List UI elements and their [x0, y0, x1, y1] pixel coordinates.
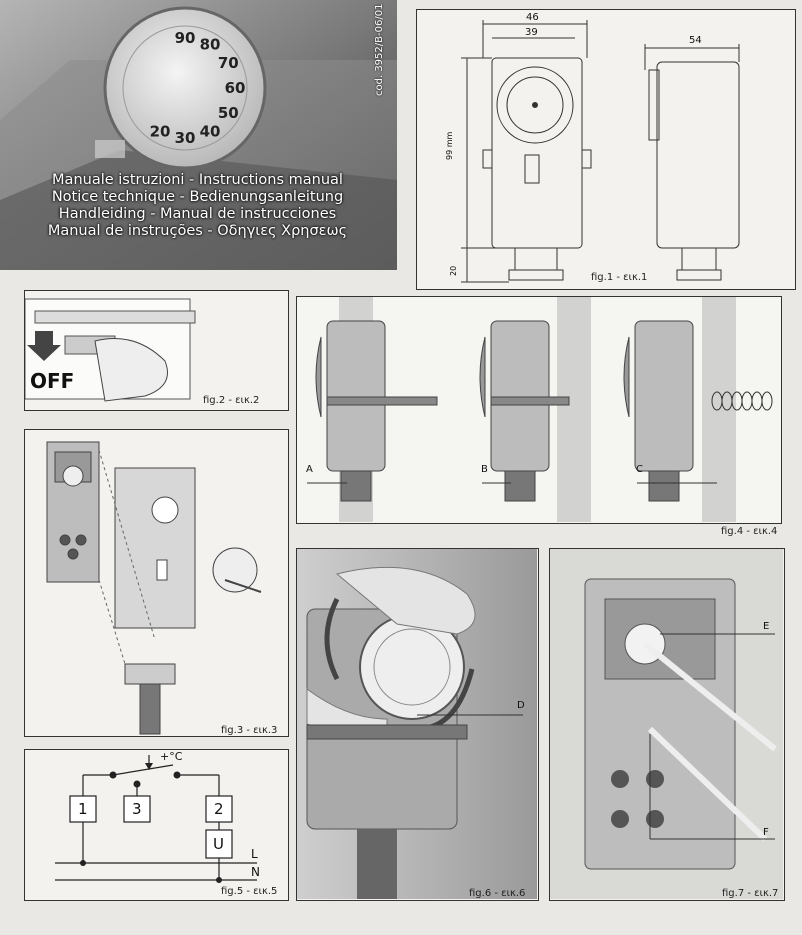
fig1-dim-height: 99 mm: [445, 131, 454, 160]
fig4-panel: A B C: [296, 296, 782, 524]
fig4-label-a: A: [306, 464, 313, 475]
fig6-caption: fig.6 - εικ.6: [469, 888, 526, 899]
fig5-terminal-u: U: [213, 835, 224, 853]
cover-title-block: Manuale istruzioni - Instructions manual…: [0, 172, 395, 240]
fig5-caption: fig.5 - εικ.5: [221, 886, 278, 897]
fig3-caption: fig.3 - εικ.3: [221, 725, 278, 736]
fig6-panel: D fig.6 - εικ.6: [296, 548, 539, 901]
dial-number: 50: [218, 104, 239, 122]
dial-number: 30: [175, 129, 196, 147]
fig2-panel: OFF fig.2 - εικ.2: [24, 290, 289, 411]
dial-number: 60: [225, 79, 246, 97]
fig7-label-e: E: [763, 621, 770, 632]
fig5-terminal-3: 3: [132, 800, 142, 818]
fig7-panel: E F fig.7 - εικ.7: [549, 548, 785, 901]
fig1-panel: 46 39 54 99 mm 20 fig.1 - εικ.1: [416, 9, 796, 290]
cover-line: Notice technique - Bedienungsanleitung: [51, 189, 344, 205]
fig2-caption: fig.2 - εικ.2: [203, 395, 260, 406]
fig7-drawing: [550, 549, 783, 899]
fig7-caption: fig.7 - εικ.7: [722, 888, 779, 899]
dial-number: 40: [200, 122, 221, 140]
fig5-terminal-2: 2: [214, 800, 224, 818]
fig6-label-d: D: [517, 700, 525, 711]
fig5-wiring-diagram: [55, 755, 257, 883]
fig7-label-f: F: [763, 827, 769, 838]
fig2-off-label: OFF: [30, 369, 75, 393]
fig4-caption: fig.4 - εικ.4: [721, 526, 778, 537]
cover-line: Manual de instruções - Οδηγιες Χρησεως: [47, 223, 348, 239]
fig5-terminal-1: 1: [78, 800, 88, 818]
fig5-temp-label: +°C: [160, 750, 183, 763]
fig1-drawing: [461, 20, 740, 283]
dial-number: 70: [218, 54, 239, 72]
dial-number: 80: [200, 36, 221, 54]
fig5-line-n: N: [251, 865, 260, 879]
cover-line: Handleiding - Manual de instrucciones: [58, 206, 337, 222]
fig6-drawing: [297, 549, 537, 899]
fig1-dim-base: 20: [449, 265, 458, 276]
cover-code: cod. 3952/B-06/01: [374, 3, 385, 96]
cover-photo: [0, 0, 397, 270]
fig4-drawing: [307, 297, 773, 522]
fig3-panel: fig.3 - εικ.3: [24, 429, 289, 737]
fig1-dim-inner: 39: [525, 27, 538, 38]
fig2-drawing: [25, 298, 196, 402]
fig4-label-c: C: [636, 464, 643, 475]
cover-line: Manuale istruzioni - Instructions manual: [52, 172, 343, 188]
fig5-line-l: L: [251, 847, 258, 861]
fig1-dim-depth: 54: [689, 35, 702, 46]
fig3-drawing: [46, 441, 262, 735]
dial-number: 20: [150, 122, 171, 140]
fig1-caption: fig.1 - εικ.1: [591, 272, 648, 283]
dial-number: 90: [175, 29, 196, 47]
fig1-dim-total: 46: [526, 12, 539, 23]
fig4-label-b: B: [481, 464, 488, 475]
fig5-panel: +°C 1 3 2 U L N fig.5 - εικ.5: [24, 749, 289, 901]
